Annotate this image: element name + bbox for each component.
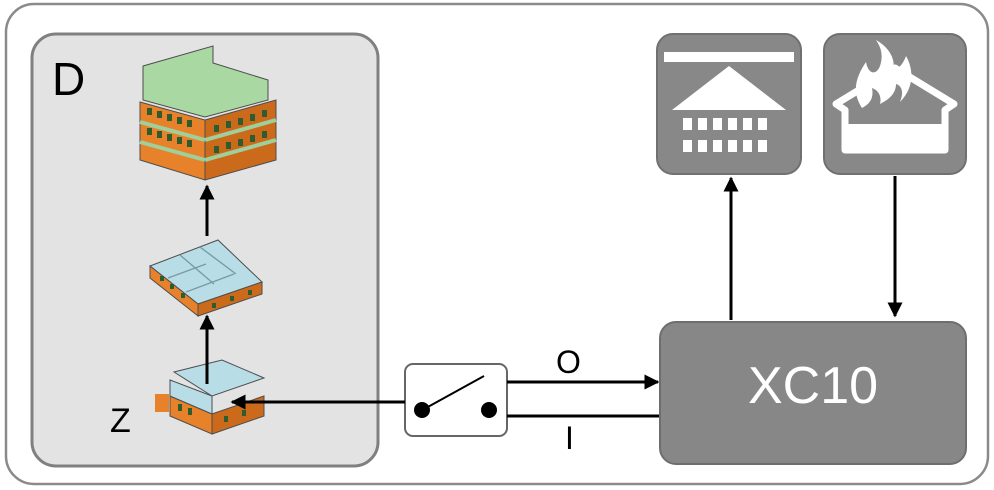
- switch-icon: [404, 363, 508, 437]
- controller-label: XC10: [747, 357, 879, 415]
- house-fire-icon: [823, 33, 967, 175]
- controller-box: [659, 321, 967, 465]
- zone-label: Z: [110, 402, 131, 440]
- building-isometric-icon: [139, 45, 277, 181]
- output-label: O: [556, 344, 581, 380]
- input-label: I: [565, 420, 574, 456]
- room-isometric-icon: [155, 359, 266, 435]
- sprinkler-icon: [656, 33, 802, 175]
- building-group-label: D: [52, 53, 86, 105]
- floor-plan-isometric-icon: [149, 239, 263, 318]
